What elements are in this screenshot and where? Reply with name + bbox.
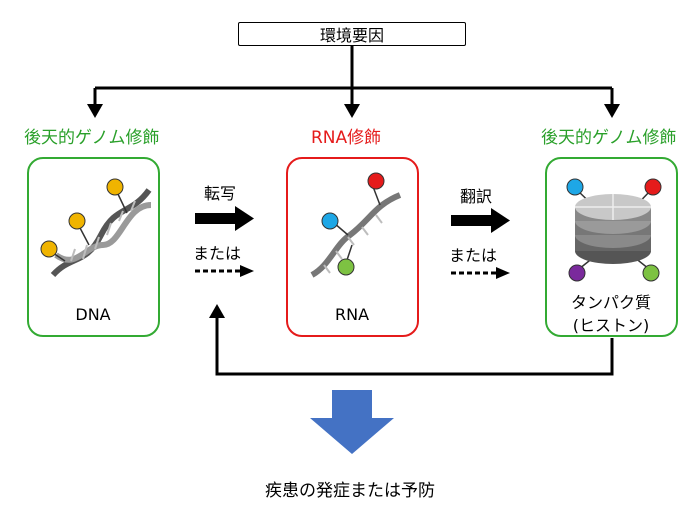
env-arrow-center <box>344 88 360 118</box>
dna-helix-icon <box>40 178 152 278</box>
outcome-down-arrow <box>310 390 394 454</box>
rna-strand-icon <box>310 172 402 278</box>
left-modification-label: 後天的ゲノム修飾 <box>24 128 160 148</box>
transcription-arrow <box>195 206 254 231</box>
transcription-dashed-arrow <box>195 265 254 277</box>
feedback-loop-arrow <box>209 304 614 376</box>
dna-label: DNA <box>75 305 111 324</box>
translation-dashed-arrow <box>451 267 510 279</box>
histone-icon <box>566 178 662 282</box>
env-arrow-left <box>87 88 103 118</box>
right-modification-label: 後天的ゲノム修飾 <box>541 128 677 148</box>
center-modification-label: RNA修飾 <box>311 128 382 148</box>
outcome-label: 疾患の発症または予防 <box>265 481 435 501</box>
translation-arrow <box>451 208 510 233</box>
transcription-label: 転写 <box>204 184 237 203</box>
protein-label-line1: タンパク質 <box>570 293 651 312</box>
environment-box: 環境要因 <box>238 22 466 46</box>
transcription-or-label: または <box>193 244 242 263</box>
translation-label: 翻訳 <box>460 187 493 206</box>
protein-label-line2: (ヒストン) <box>572 316 650 335</box>
rna-label: RNA <box>334 305 370 324</box>
environment-label: 環境要因 <box>319 26 384 45</box>
translation-or-label: または <box>449 246 498 265</box>
env-arrow-right <box>604 88 620 118</box>
rna-panel: RNA <box>286 157 419 337</box>
protein-panel: タンパク質 (ヒストン) <box>545 157 678 337</box>
dna-panel: DNA <box>27 157 160 337</box>
environment-connector <box>95 46 612 90</box>
